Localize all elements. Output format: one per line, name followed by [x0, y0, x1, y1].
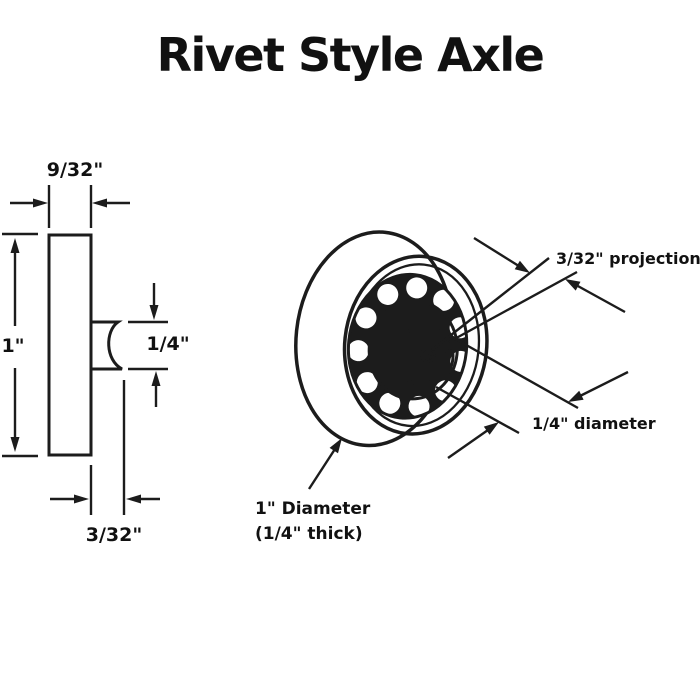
leader-line	[448, 270, 578, 344]
swage-line	[427, 354, 447, 377]
axle-hole	[420, 347, 436, 363]
height-dimension: 1"	[1, 232, 38, 458]
arrow-shaft	[473, 236, 519, 267]
arrow-shaft	[307, 448, 337, 490]
arrowhead-icon	[568, 390, 584, 402]
side-view-diagram: 9/32" 1" 1/4"	[1, 159, 189, 546]
swage-line	[426, 354, 433, 385]
arrowhead-icon	[483, 422, 499, 435]
wheel-side-profile	[47, 233, 93, 457]
bearing-ball	[408, 395, 430, 417]
arrowhead-down-icon	[149, 305, 159, 320]
arrowhead-down-icon	[10, 437, 20, 452]
leader-line	[431, 257, 550, 351]
arrowhead-up-icon	[10, 238, 20, 253]
projection-label: 3/32" projection	[556, 249, 700, 268]
wheel-body	[294, 230, 489, 448]
leader-line	[435, 385, 520, 435]
arrowhead-left-icon	[126, 494, 141, 504]
stub-length-dimension: 3/32"	[50, 380, 160, 546]
stub-height-dimension-label: 1/4"	[146, 333, 189, 355]
swage-line	[427, 348, 453, 357]
axle-diameter-callout: 1/4" diameter	[435, 335, 656, 459]
rivet-swage-lines	[426, 348, 453, 385]
arrowhead-right-icon	[33, 198, 48, 208]
wheel-diameter-label: 1" Diameter	[255, 499, 371, 519]
bearing-ball	[379, 392, 401, 414]
arrowhead-icon	[565, 279, 581, 291]
bearing-ball	[406, 277, 428, 299]
page-title: Rivet Style Axle	[156, 28, 545, 82]
bearing-ball	[377, 283, 399, 305]
axle-diameter-label: 1/4" diameter	[532, 414, 656, 433]
arrow-shaft	[575, 283, 626, 314]
bearing-ball	[356, 372, 378, 394]
projection-callout: 3/32" projection	[431, 236, 700, 351]
bearing-ball	[355, 307, 377, 329]
width-dimension-label: 9/32"	[47, 159, 104, 181]
wheel-thickness-label: (1/4" thick)	[255, 524, 363, 544]
arrowhead-up-icon	[151, 371, 161, 386]
wheel-face-ellipse	[342, 254, 489, 436]
arrowhead-left-icon	[92, 198, 107, 208]
stub-height-dimension: 1/4"	[128, 283, 190, 407]
leader-line	[451, 335, 579, 410]
arrowhead-right-icon	[74, 494, 89, 504]
bearing-ball	[347, 340, 369, 362]
arrow-shaft	[579, 370, 629, 398]
arrowhead-icon	[514, 260, 530, 273]
height-dimension-label: 1"	[1, 335, 24, 357]
arrow-shaft	[447, 429, 489, 459]
stub-length-dimension-label: 3/32"	[86, 524, 143, 546]
wheel-diameter-callout: 1" Diameter (1/4" thick)	[255, 438, 371, 544]
axle-stub-profile	[91, 320, 123, 371]
width-dimension: 9/32"	[10, 159, 130, 228]
arrowhead-icon	[329, 438, 342, 454]
axle-head	[393, 325, 455, 387]
bearing-outer-race	[346, 272, 469, 420]
bearing-inner-race	[367, 299, 459, 401]
front-view-diagram: 3/32" projection 1/4" diameter 1" Diamet…	[255, 230, 700, 544]
